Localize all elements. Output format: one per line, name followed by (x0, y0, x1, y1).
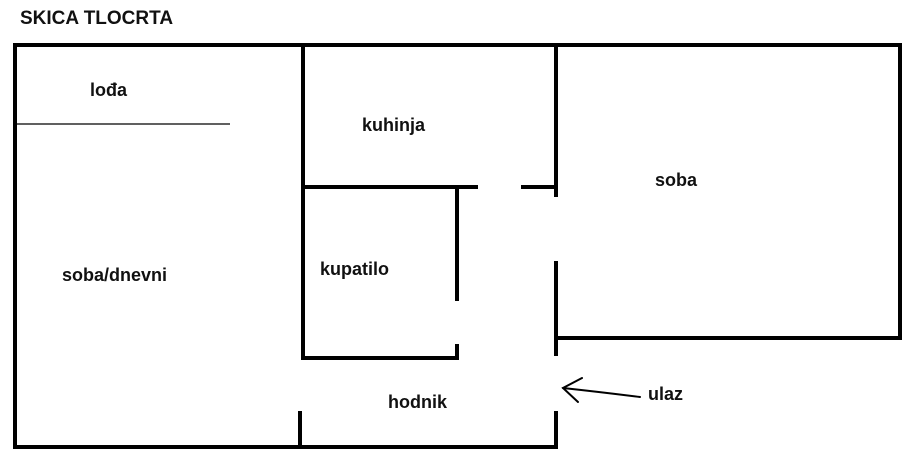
room-label-hallway: hodnik (388, 392, 447, 412)
room-label-bedroom: soba (655, 170, 698, 190)
plan-title: SKICA TLOCRTA (20, 8, 174, 29)
room-label-living: soba/dnevni (62, 265, 168, 285)
outer-wall (13, 43, 902, 449)
entrance-label: ulaz (648, 384, 684, 404)
room-label-loggia: lođa (90, 80, 128, 100)
room-label-bathroom: kupatilo (320, 259, 390, 279)
entrance-arrow-icon (561, 377, 641, 403)
room-label-kitchen: kuhinja (362, 115, 426, 135)
